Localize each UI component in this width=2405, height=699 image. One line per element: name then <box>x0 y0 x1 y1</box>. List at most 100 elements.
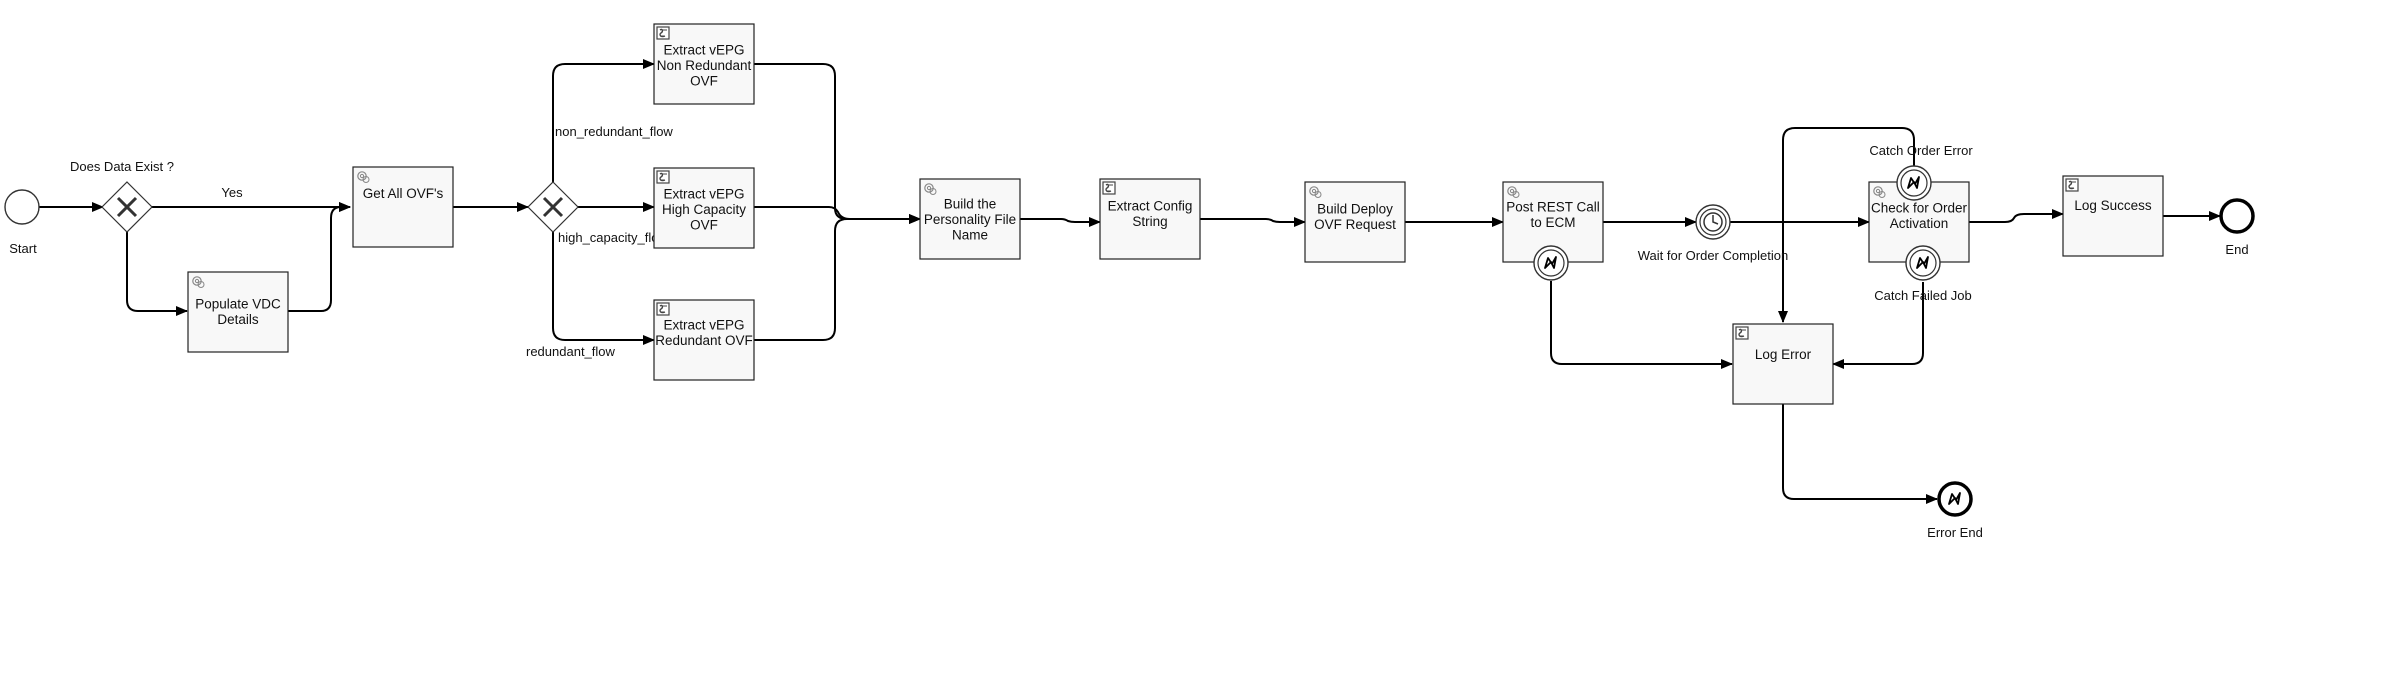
flow-non-redundant-label: non_redundant_flow <box>555 124 673 139</box>
flow-redundant[interactable] <box>552 231 655 345</box>
task-label-line: Build the <box>944 197 997 212</box>
flow-extract-config-to-build-deploy[interactable] <box>1200 217 1306 227</box>
task-label-line: Name <box>952 228 988 243</box>
sequence-flows <box>38 59 2221 504</box>
task-label-line: Activation <box>1890 216 1949 231</box>
task-log-success[interactable]: Log Success <box>2062 175 2164 257</box>
flow-check-to-log-success[interactable] <box>1969 209 2064 223</box>
task-label: Get All OVF's <box>363 186 444 201</box>
flow-build-to-extract-config[interactable] <box>1020 217 1101 227</box>
flow-gateway-to-populate[interactable] <box>126 231 188 316</box>
task-box[interactable] <box>653 167 755 249</box>
start-event[interactable]: Start <box>4 189 40 256</box>
task-label-line: Populate VDC <box>195 296 281 311</box>
flow-redundant-label: redundant_flow <box>526 344 616 359</box>
task-label-line: OVF Request <box>1314 217 1396 232</box>
boundary-error-event-catch-order[interactable]: Catch Order Error <box>1869 143 1973 201</box>
task-box[interactable] <box>653 299 755 381</box>
task-label-line: Extract vEPG <box>663 43 744 58</box>
boundary-error-event-catch-failed[interactable]: Catch Failed Job <box>1874 245 1972 303</box>
task-box[interactable] <box>1732 323 1834 405</box>
exclusive-gateway-data-exist[interactable]: Does Data Exist ? Yes <box>70 159 243 233</box>
flow-non-redundant[interactable] <box>552 59 655 182</box>
task-box[interactable] <box>1099 178 1201 260</box>
task-label-line: Log Success <box>2074 198 2152 213</box>
gateway-data-exist-label: Does Data Exist ? <box>70 159 174 174</box>
clock-hands <box>1712 215 1719 225</box>
task-label-line: Get All OVF's <box>363 186 444 201</box>
script-task-icon <box>656 26 670 40</box>
task-box[interactable] <box>2062 175 2164 257</box>
script-task-icon <box>656 170 670 184</box>
script-task-icon <box>1102 181 1116 195</box>
task-box[interactable] <box>1304 181 1406 263</box>
start-label: Start <box>9 241 37 256</box>
task-label-line: Redundant OVF <box>655 333 753 348</box>
task-log-error[interactable]: Log Error <box>1732 323 1834 405</box>
task-label-line: Log Error <box>1755 347 1812 362</box>
task-box[interactable] <box>352 166 454 248</box>
flow-log-error-to-error-end[interactable] <box>1782 404 1938 504</box>
start-event-circle[interactable] <box>4 189 40 225</box>
task-label-line: OVF <box>690 74 718 89</box>
task-label: Log Error <box>1755 347 1812 362</box>
task-label-line: Check for Order <box>1871 200 1968 215</box>
task-label: Log Success <box>2074 198 2152 213</box>
timer-event-inner <box>1699 208 1727 236</box>
error-end-event[interactable]: Error End <box>1927 481 1983 540</box>
script-task-icon <box>656 302 670 316</box>
boundary-error-event-post-rest[interactable] <box>1533 245 1569 281</box>
flow-catch-order-error-to-log-error[interactable] <box>1778 127 1915 323</box>
task-box[interactable] <box>919 178 1021 260</box>
task-label-line: OVF <box>690 218 718 233</box>
task-label-line: Details <box>217 312 259 327</box>
task-label-line: Extract vEPG <box>663 187 744 202</box>
task-label-line: Personality File <box>924 212 1016 227</box>
flow-yes-label: Yes <box>221 185 243 200</box>
timer-event-wait-order[interactable]: Wait for Order Completion <box>1638 204 1789 263</box>
boundary-event-inner <box>1537 249 1565 277</box>
flow-populate-to-getall[interactable] <box>287 202 351 312</box>
task-label-line: to ECM <box>1530 215 1575 230</box>
gateway-x-icon <box>542 196 564 218</box>
task-label-line: High Capacity <box>662 202 746 217</box>
task-label-line: Extract Config <box>1108 198 1193 213</box>
task-label-line: Build Deploy <box>1317 201 1393 216</box>
task-label-line: Non Redundant <box>657 58 752 73</box>
task-box[interactable] <box>187 271 289 353</box>
script-task-icon <box>1735 326 1749 340</box>
flow-catch-failed-to-log-error[interactable] <box>1832 282 1924 369</box>
task-box[interactable] <box>653 23 755 105</box>
flow-highcap-to-build[interactable] <box>754 206 921 224</box>
gateway-x-icon <box>116 196 138 218</box>
error-end-label: Error End <box>1927 525 1983 540</box>
end-event[interactable]: End <box>2219 198 2255 257</box>
catch-order-error-label: Catch Order Error <box>1869 143 1973 158</box>
flow-post-error-to-log-error[interactable] <box>1550 281 1733 369</box>
flow-redundant-to-build[interactable] <box>754 214 921 341</box>
boundary-event-inner <box>1909 249 1937 277</box>
flow-nonred-to-build[interactable] <box>754 63 921 224</box>
exclusive-gateway-flow-type[interactable]: non_redundant_flow high_capacity_flow re… <box>526 124 673 359</box>
task-label-line: String <box>1132 214 1167 229</box>
task-get-all-ovfs[interactable]: Get All OVF's <box>352 166 454 248</box>
task-label-line: Extract vEPG <box>663 317 744 332</box>
end-event-circle[interactable] <box>2219 198 2255 234</box>
end-label: End <box>2225 242 2248 257</box>
